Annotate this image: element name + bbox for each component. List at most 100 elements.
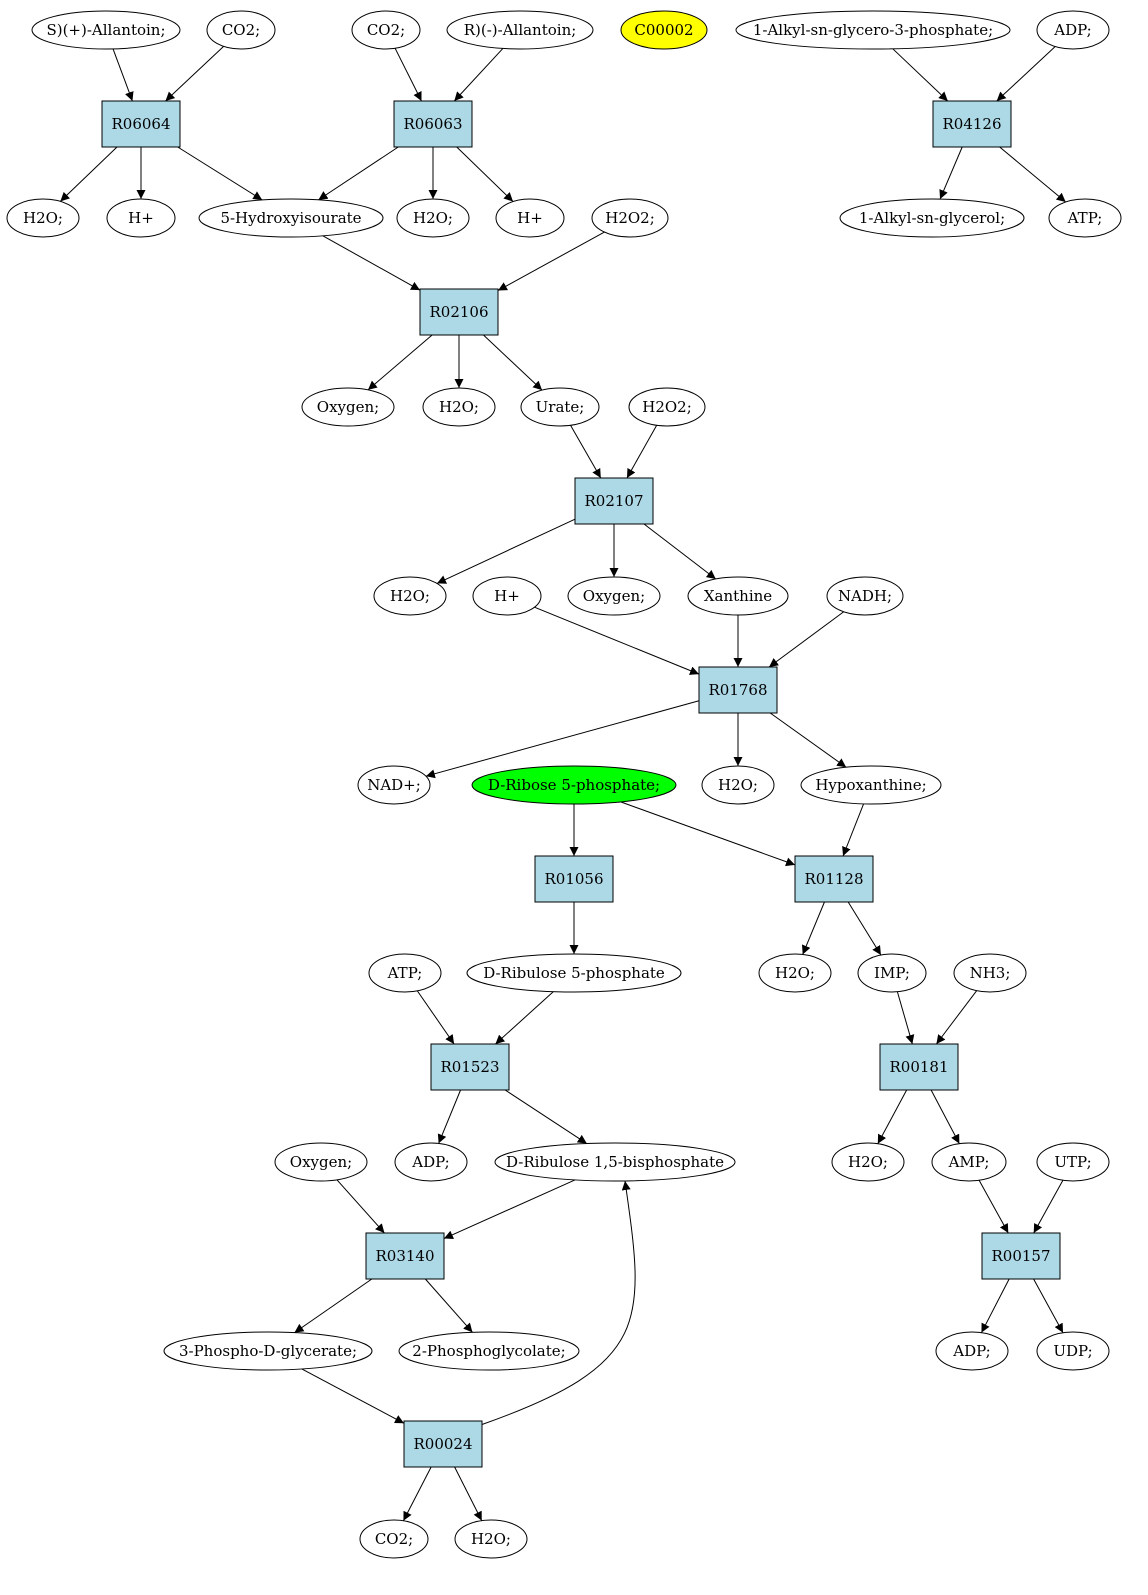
compound-node-c-nadh[interactable]: NADH; <box>826 576 904 616</box>
reaction-box <box>981 1232 1061 1280</box>
compound-node-c-hplus-1[interactable]: H+ <box>106 198 176 238</box>
compound-node-c-hplus-3[interactable]: H+ <box>472 576 542 616</box>
compound-label: 2-Phosphoglycolate; <box>412 1342 565 1360</box>
edge-c-h2o2-2-to-r02107 <box>626 425 658 479</box>
compound-label: ADP; <box>952 1342 990 1360</box>
compound-node-c-h2o2-2[interactable]: H2O2; <box>628 387 706 427</box>
edge-r03140-to-c-2pg <box>424 1278 473 1333</box>
edge-c-imp-to-r00181 <box>896 991 915 1045</box>
reaction-node-r06063[interactable]: R06063 <box>393 100 473 148</box>
reaction-node-r02107[interactable]: R02107 <box>574 477 654 525</box>
edge-c-amp-to-r00157 <box>978 1180 1009 1234</box>
compound-node-c-co2-a[interactable]: CO2; <box>206 10 276 50</box>
compound-node-c-udp[interactable]: UDP; <box>1036 1331 1110 1371</box>
compound-label: H2O; <box>775 964 815 982</box>
edge-c-ribulose5p-to-r01523 <box>495 991 554 1045</box>
edges-layer <box>60 45 1067 1521</box>
edge-r01768-to-c-hypoxanthine <box>769 712 847 768</box>
compound-node-c-amp[interactable]: AMP; <box>931 1142 1007 1182</box>
compound-node-c-hplus-2[interactable]: H+ <box>495 198 565 238</box>
reaction-box <box>534 855 614 903</box>
compound-node-c-2pg[interactable]: 2-Phosphoglycolate; <box>398 1331 580 1371</box>
compound-node-c-alkyl-glycerol[interactable]: 1-Alkyl-sn-glycerol; <box>839 198 1025 238</box>
reaction-node-r00157[interactable]: R00157 <box>981 1232 1061 1280</box>
reaction-node-r00181[interactable]: R00181 <box>879 1043 959 1091</box>
reaction-node-r03140[interactable]: R03140 <box>365 1232 445 1280</box>
reaction-node-r01056[interactable]: R01056 <box>534 855 614 903</box>
compound-node-c-co2-b[interactable]: CO2; <box>351 10 421 50</box>
edge-r00181-to-c-amp <box>930 1089 960 1144</box>
compound-node-c-oxygen-3[interactable]: Oxygen; <box>274 1142 368 1182</box>
edge-c-3pg-to-r00024 <box>301 1368 405 1424</box>
compound-ellipse <box>359 1519 429 1559</box>
compound-node-c-adp-bot[interactable]: ADP; <box>935 1331 1009 1371</box>
compound-node-c-h2o-7[interactable]: H2O; <box>831 1142 905 1182</box>
compound-ellipse <box>368 953 442 993</box>
reaction-node-r00024[interactable]: R00024 <box>403 1420 483 1468</box>
edge-c-ribulose15bp-to-r03140 <box>443 1179 576 1239</box>
reaction-box <box>574 477 654 525</box>
compound-label: 1-Alkyl-sn-glycerol; <box>859 209 1005 227</box>
compound-label: ATP; <box>1067 209 1103 227</box>
compound-node-c-atp-mid[interactable]: ATP; <box>368 953 442 993</box>
compound-ellipse <box>1036 1331 1110 1371</box>
compound-node-c-alkyl-g3p[interactable]: 1-Alkyl-sn-glycero-3-phosphate; <box>735 10 1011 50</box>
compound-node-c-h2o2-1[interactable]: H2O2; <box>591 198 669 238</box>
compound-label: H+ <box>128 209 154 227</box>
compound-ellipse <box>494 1142 736 1182</box>
compound-node-c-co2-c[interactable]: CO2; <box>359 1519 429 1559</box>
compound-node-c-hypoxanthine[interactable]: Hypoxanthine; <box>800 765 942 805</box>
reaction-node-r01768[interactable]: R01768 <box>698 666 778 714</box>
compound-node-c-h2o-2[interactable]: H2O; <box>396 198 470 238</box>
compound-node-c-utp[interactable]: UTP; <box>1036 1142 1110 1182</box>
reaction-label: R02107 <box>584 492 643 510</box>
compound-node-c-c00002[interactable]: C00002 <box>620 10 708 50</box>
compound-node-c-ribulose5p[interactable]: D-Ribulose 5-phosphate <box>466 953 682 993</box>
compound-node-c-h2o-8[interactable]: H2O; <box>454 1519 528 1559</box>
compound-ellipse <box>800 765 942 805</box>
reaction-node-r04126[interactable]: R04126 <box>932 100 1012 148</box>
compound-node-c-h2o-4[interactable]: H2O; <box>373 576 447 616</box>
compound-node-c-r-allantoin[interactable]: R)(-)-Allantoin; <box>446 10 594 50</box>
compound-ellipse <box>163 1331 373 1371</box>
compound-node-c-s-allantoin[interactable]: S)(+)-Allantoin; <box>31 10 181 50</box>
reaction-node-r01523[interactable]: R01523 <box>430 1043 510 1091</box>
edge-r04126-to-c-alkyl-glycerol <box>939 146 963 200</box>
compound-node-c-oxygen-2[interactable]: Oxygen; <box>567 576 661 616</box>
compound-node-c-h2o-6[interactable]: H2O; <box>758 953 832 993</box>
reaction-node-r06064[interactable]: R06064 <box>101 100 181 148</box>
compound-label: UDP; <box>1053 1342 1092 1360</box>
reaction-box <box>794 855 874 903</box>
compound-ellipse <box>206 10 276 50</box>
compound-node-c-h2o-3[interactable]: H2O; <box>422 387 496 427</box>
compound-node-c-ribulose15bp[interactable]: D-Ribulose 1,5-bisphosphate <box>494 1142 736 1182</box>
compound-label: Urate; <box>536 398 585 416</box>
compound-node-c-ribose5p[interactable]: D-Ribose 5-phosphate; <box>471 765 677 805</box>
compound-label: H2O; <box>471 1530 511 1548</box>
compound-node-c-oxygen-1[interactable]: Oxygen; <box>301 387 395 427</box>
compound-node-c-3pg[interactable]: 3-Phospho-D-glycerate; <box>163 1331 373 1371</box>
compound-node-c-hydroxyisourate[interactable]: 5-Hydroxyisourate <box>198 198 384 238</box>
edge-c-urate-to-r02107 <box>570 425 602 479</box>
compound-node-c-h2o-5[interactable]: H2O; <box>701 765 775 805</box>
compound-label: H2O; <box>390 587 430 605</box>
compound-node-c-nadplus[interactable]: NAD+; <box>357 765 431 805</box>
compound-node-c-urate[interactable]: Urate; <box>520 387 600 427</box>
compound-label: S)(+)-Allantoin; <box>46 21 165 39</box>
compound-node-c-adp-top[interactable]: ADP; <box>1036 10 1110 50</box>
reaction-node-r02106[interactable]: R02106 <box>419 288 499 336</box>
compound-label: D-Ribose 5-phosphate; <box>488 776 660 794</box>
compound-node-c-nh3[interactable]: NH3; <box>953 953 1027 993</box>
compound-node-c-adp-mid[interactable]: ADP; <box>394 1142 468 1182</box>
compound-node-c-xanthine[interactable]: Xanthine <box>687 576 789 616</box>
reaction-node-r01128[interactable]: R01128 <box>794 855 874 903</box>
compound-node-c-imp[interactable]: IMP; <box>857 953 927 993</box>
compound-label: IMP; <box>874 964 910 982</box>
compound-label: 1-Alkyl-sn-glycero-3-phosphate; <box>753 21 993 39</box>
compound-node-c-h2o-1[interactable]: H2O; <box>6 198 80 238</box>
compound-node-c-atp-top[interactable]: ATP; <box>1048 198 1122 238</box>
compound-ellipse <box>301 387 395 427</box>
edge-r01768-to-c-nadplus <box>425 700 700 779</box>
edge-c-utp-to-r00157 <box>1033 1179 1064 1234</box>
reaction-label: R01768 <box>708 681 767 699</box>
